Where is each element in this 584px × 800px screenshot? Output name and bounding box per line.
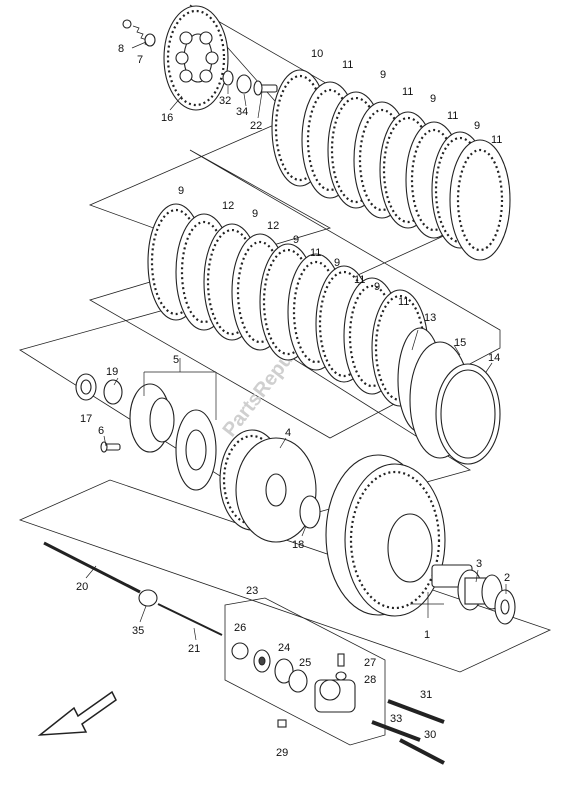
leader-lines	[85, 41, 507, 641]
callout-21: 21	[188, 643, 200, 655]
ring-14-inner	[440, 369, 496, 459]
callout-9a: 9	[380, 69, 386, 81]
callout-16: 16	[161, 112, 173, 124]
clutch-housing-1	[325, 454, 473, 617]
callout-1: 1	[424, 629, 430, 641]
callout-6: 6	[98, 425, 104, 437]
callout-25: 25	[299, 657, 311, 669]
callout-29: 29	[276, 747, 288, 759]
callout-34: 34	[236, 106, 248, 118]
callout-28: 28	[364, 674, 376, 686]
damper-assembly-5	[129, 383, 217, 491]
release-panel	[224, 597, 386, 746]
callout-15: 15	[454, 337, 466, 349]
callout-17: 17	[80, 413, 92, 425]
callout-9g: 9	[334, 257, 340, 269]
bolt-31	[387, 699, 445, 724]
callout-11f: 11	[354, 274, 365, 286]
housing-panel	[18, 479, 552, 673]
pushrod-21	[157, 603, 223, 636]
piece-35	[138, 589, 158, 607]
callout-9d: 9	[178, 185, 184, 197]
callout-31: 31	[420, 689, 432, 701]
washer-19	[103, 379, 123, 405]
bearing-24	[253, 649, 271, 673]
callout-12b: 12	[267, 220, 279, 232]
pushrod-22	[253, 80, 278, 96]
plates-lower-panel	[88, 149, 501, 439]
callout-5: 5	[173, 354, 179, 366]
seal-25	[274, 658, 308, 693]
callout-35: 35	[132, 625, 144, 637]
washer-32	[222, 70, 234, 86]
arrow-down-left-icon	[37, 690, 117, 736]
callout-3: 3	[476, 558, 482, 570]
callout-32: 32	[219, 95, 231, 107]
bearing-34	[236, 74, 252, 94]
callout-13: 13	[424, 312, 436, 324]
callout-12a: 12	[222, 200, 234, 212]
washer-17	[75, 373, 97, 401]
callout-22: 22	[250, 120, 262, 132]
callout-9h: 9	[374, 281, 380, 293]
callout-18: 18	[292, 539, 304, 551]
callout-11d: 11	[491, 134, 502, 146]
callout-9b: 9	[430, 93, 436, 105]
callout-9f: 9	[293, 234, 299, 246]
callout-26: 26	[234, 622, 246, 634]
callout-8: 8	[118, 43, 124, 55]
washer-2	[494, 589, 516, 625]
callout-20: 20	[76, 581, 88, 593]
bolt-30	[399, 738, 445, 765]
callout-11e: 11	[310, 247, 321, 259]
callout-14: 14	[488, 352, 500, 364]
cap-28	[335, 671, 347, 681]
bolt-and-spring	[122, 19, 156, 47]
bleeder-27	[337, 653, 345, 667]
callout-9c: 9	[474, 120, 480, 132]
callout-23: 23	[246, 585, 258, 597]
callout-11a: 11	[342, 59, 353, 71]
release-cylinder	[314, 679, 356, 713]
callout-19: 19	[106, 366, 118, 378]
callout-7: 7	[137, 54, 143, 66]
callout-24: 24	[278, 642, 290, 654]
pushrod-20	[43, 541, 141, 594]
callout-9e: 9	[252, 208, 258, 220]
callout-11b: 11	[402, 86, 413, 98]
callout-33: 33	[390, 713, 402, 725]
washer-18	[299, 495, 321, 529]
clutch-hub-4	[219, 429, 317, 543]
callout-10: 10	[311, 48, 323, 60]
bolt-33	[371, 720, 421, 742]
callout-4: 4	[285, 427, 291, 439]
bolt-6	[100, 441, 121, 453]
pin-29	[277, 719, 287, 728]
cap-26	[231, 642, 249, 660]
callout-11c: 11	[447, 110, 458, 122]
pressure-plate	[163, 5, 229, 111]
callout-11g: 11	[398, 296, 409, 308]
callout-27: 27	[364, 657, 376, 669]
callout-2: 2	[504, 572, 510, 584]
upper-plate-stack	[271, 69, 511, 261]
callout-30: 30	[424, 729, 436, 741]
lower-plate-stack	[147, 203, 429, 407]
